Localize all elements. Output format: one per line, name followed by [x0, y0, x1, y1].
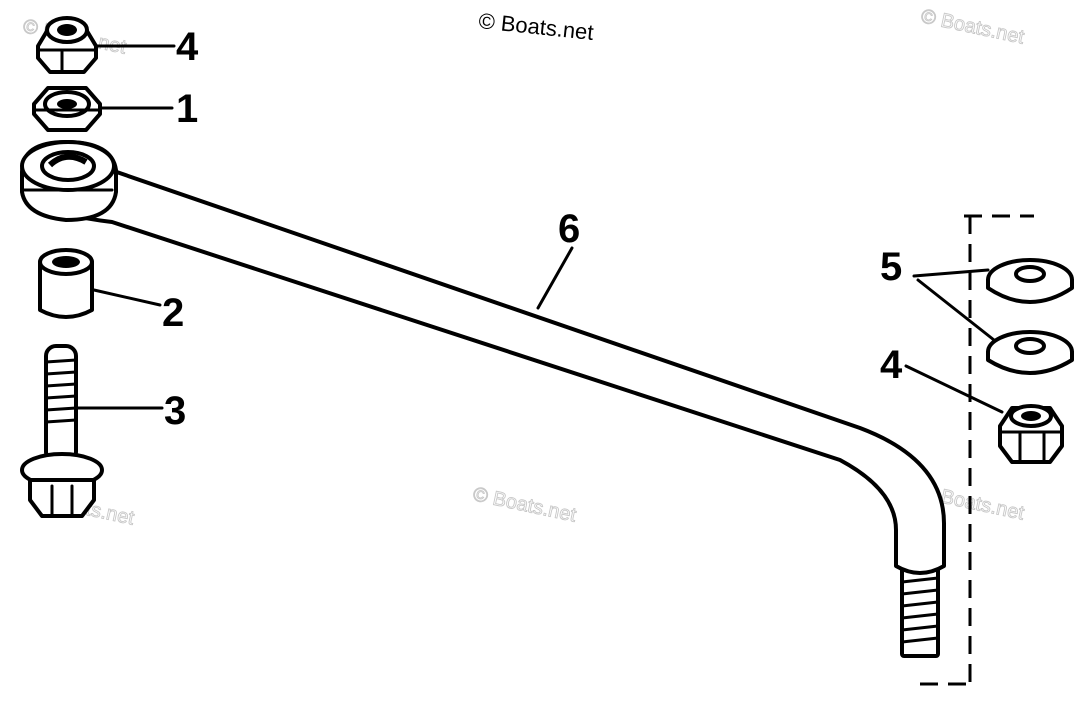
tie-rod	[20, 140, 947, 658]
lock-nut-right	[998, 404, 1064, 464]
washer-lower	[986, 330, 1074, 375]
callout-bolt: 3	[164, 389, 186, 433]
callout-lock-nut-top: 4	[176, 25, 199, 69]
bolt-threads	[45, 358, 77, 424]
hex-nut	[32, 86, 102, 132]
tie-rod-threads	[901, 576, 939, 644]
callout-lock-nut-right: 4	[880, 343, 903, 387]
callout-hex-nut: 1	[176, 87, 198, 131]
watermark-middle: © Boats.net	[471, 483, 579, 526]
callout-spacer: 2	[162, 291, 184, 335]
callout-tie-rod: 6	[558, 207, 580, 251]
flange-bolt	[20, 344, 104, 518]
washer-upper	[986, 258, 1074, 304]
lock-nut-top	[36, 16, 98, 74]
assembly-bracket	[920, 214, 1034, 686]
copyright-label: © Boats.net	[477, 8, 594, 45]
callout-washers: 5	[880, 245, 902, 289]
spacer-sleeve	[38, 248, 94, 319]
leader-lines	[74, 44, 1004, 414]
watermark-top-right: © Boats.net	[919, 5, 1027, 48]
